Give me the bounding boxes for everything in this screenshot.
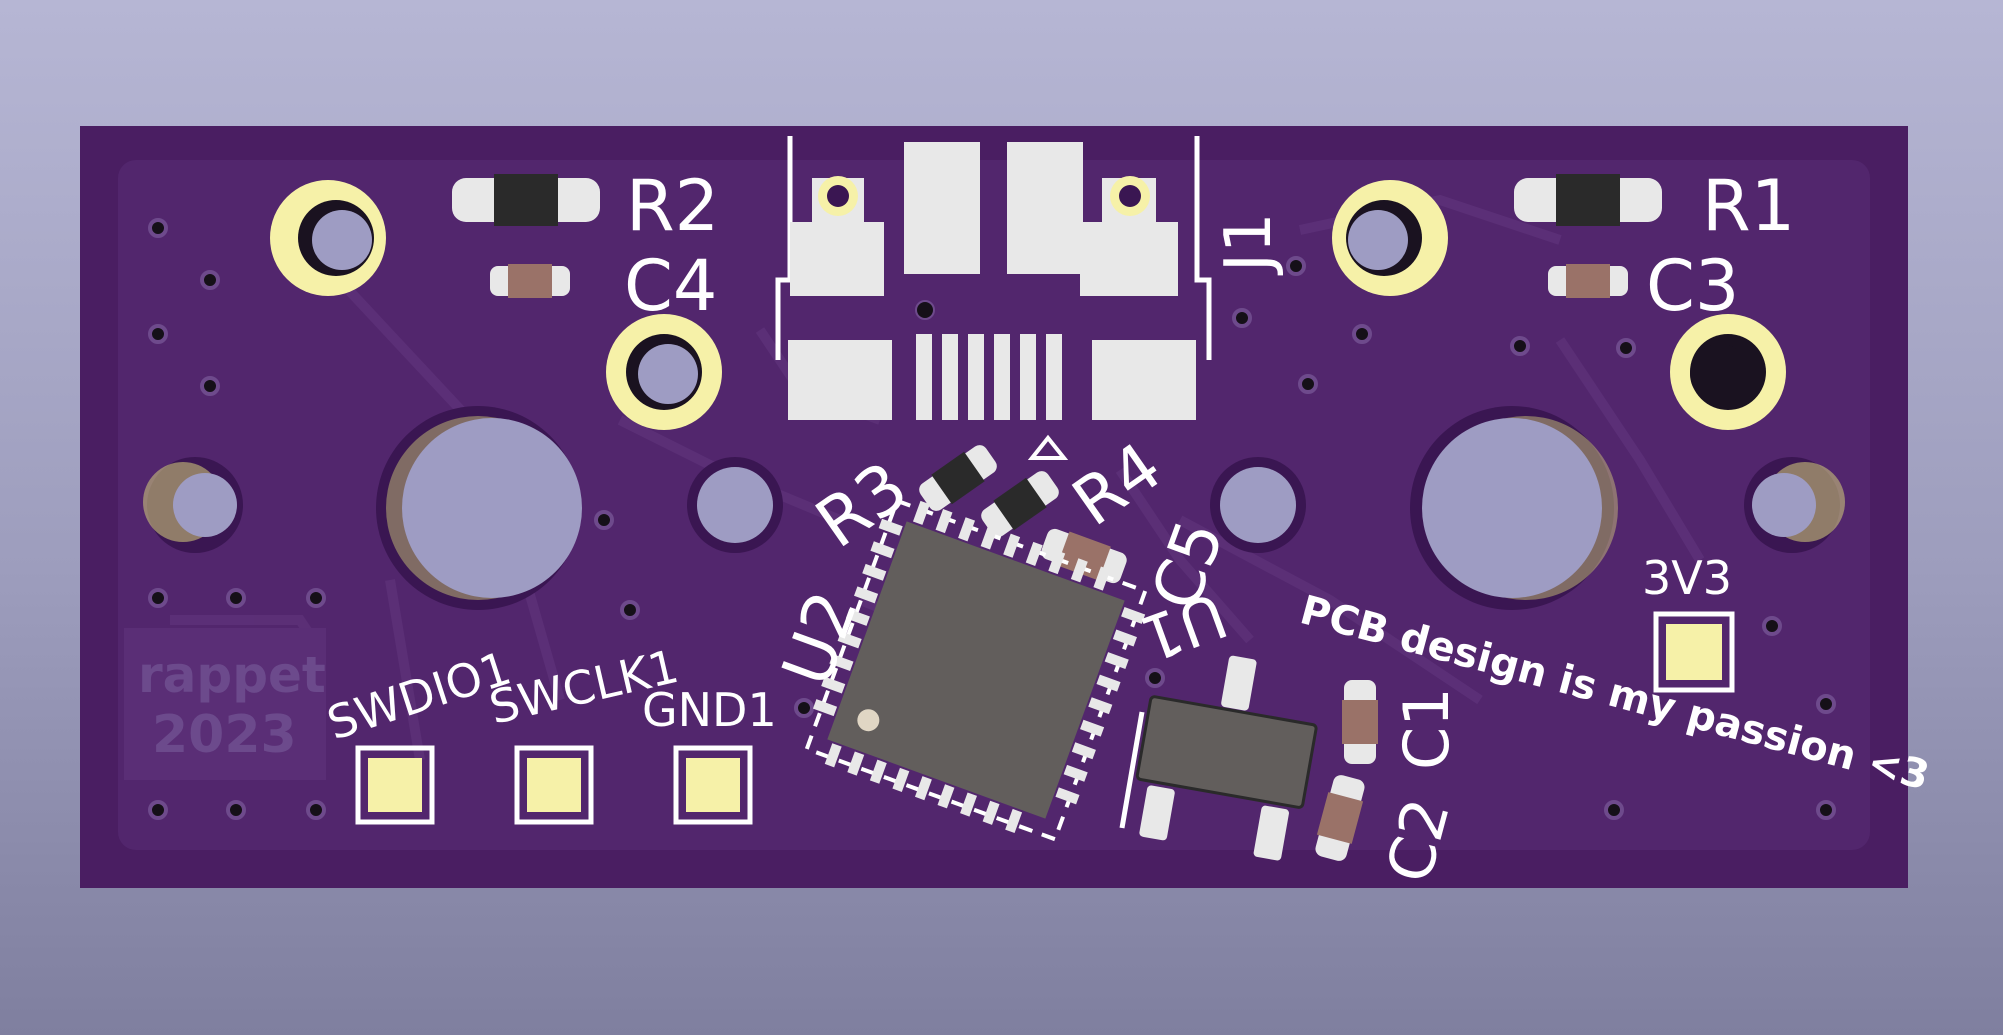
plated-holes <box>270 180 1786 430</box>
mounting-holes <box>376 406 1618 610</box>
label-c4: C4 <box>624 245 717 327</box>
label-gnd1: GND1 <box>642 683 777 737</box>
watermark-line-2: 2023 <box>152 705 297 765</box>
vias <box>148 218 1836 820</box>
test-pad-swclk <box>514 745 594 825</box>
capacitor-c2-body <box>1315 775 1365 861</box>
label-r1: R1 <box>1702 165 1795 247</box>
resistor-r1-body <box>1514 174 1662 226</box>
capacitor-c1-body <box>1342 680 1378 764</box>
regulator-u1 <box>1119 655 1318 861</box>
watermark-line-1: rappet <box>138 646 326 704</box>
label-j1: J1 <box>1212 212 1286 276</box>
usb-connector <box>775 136 1212 420</box>
test-pad-3v3 <box>1653 611 1735 693</box>
test-pad-swdio <box>355 745 435 825</box>
alignment-holes <box>143 457 1845 553</box>
label-c3: C3 <box>1646 245 1739 327</box>
pcb-board: rappet 2023 <box>80 126 1908 888</box>
resistor-r2-body <box>452 174 600 226</box>
resistor-r4-body <box>981 471 1059 537</box>
resistor-r3-body <box>919 445 997 511</box>
capacitor-c3-body <box>1548 264 1628 298</box>
microcontroller-u2 <box>804 498 1148 842</box>
pin1-marker <box>1027 434 1069 460</box>
test-pads <box>355 611 1735 825</box>
label-c1: C1 <box>1390 687 1463 770</box>
test-pad-gnd <box>673 745 753 825</box>
label-3v3: 3V3 <box>1642 551 1732 605</box>
pin1-dot <box>857 709 880 732</box>
label-r2: R2 <box>626 165 719 247</box>
watermark-box <box>124 628 326 780</box>
capacitor-c4-body <box>490 264 570 298</box>
